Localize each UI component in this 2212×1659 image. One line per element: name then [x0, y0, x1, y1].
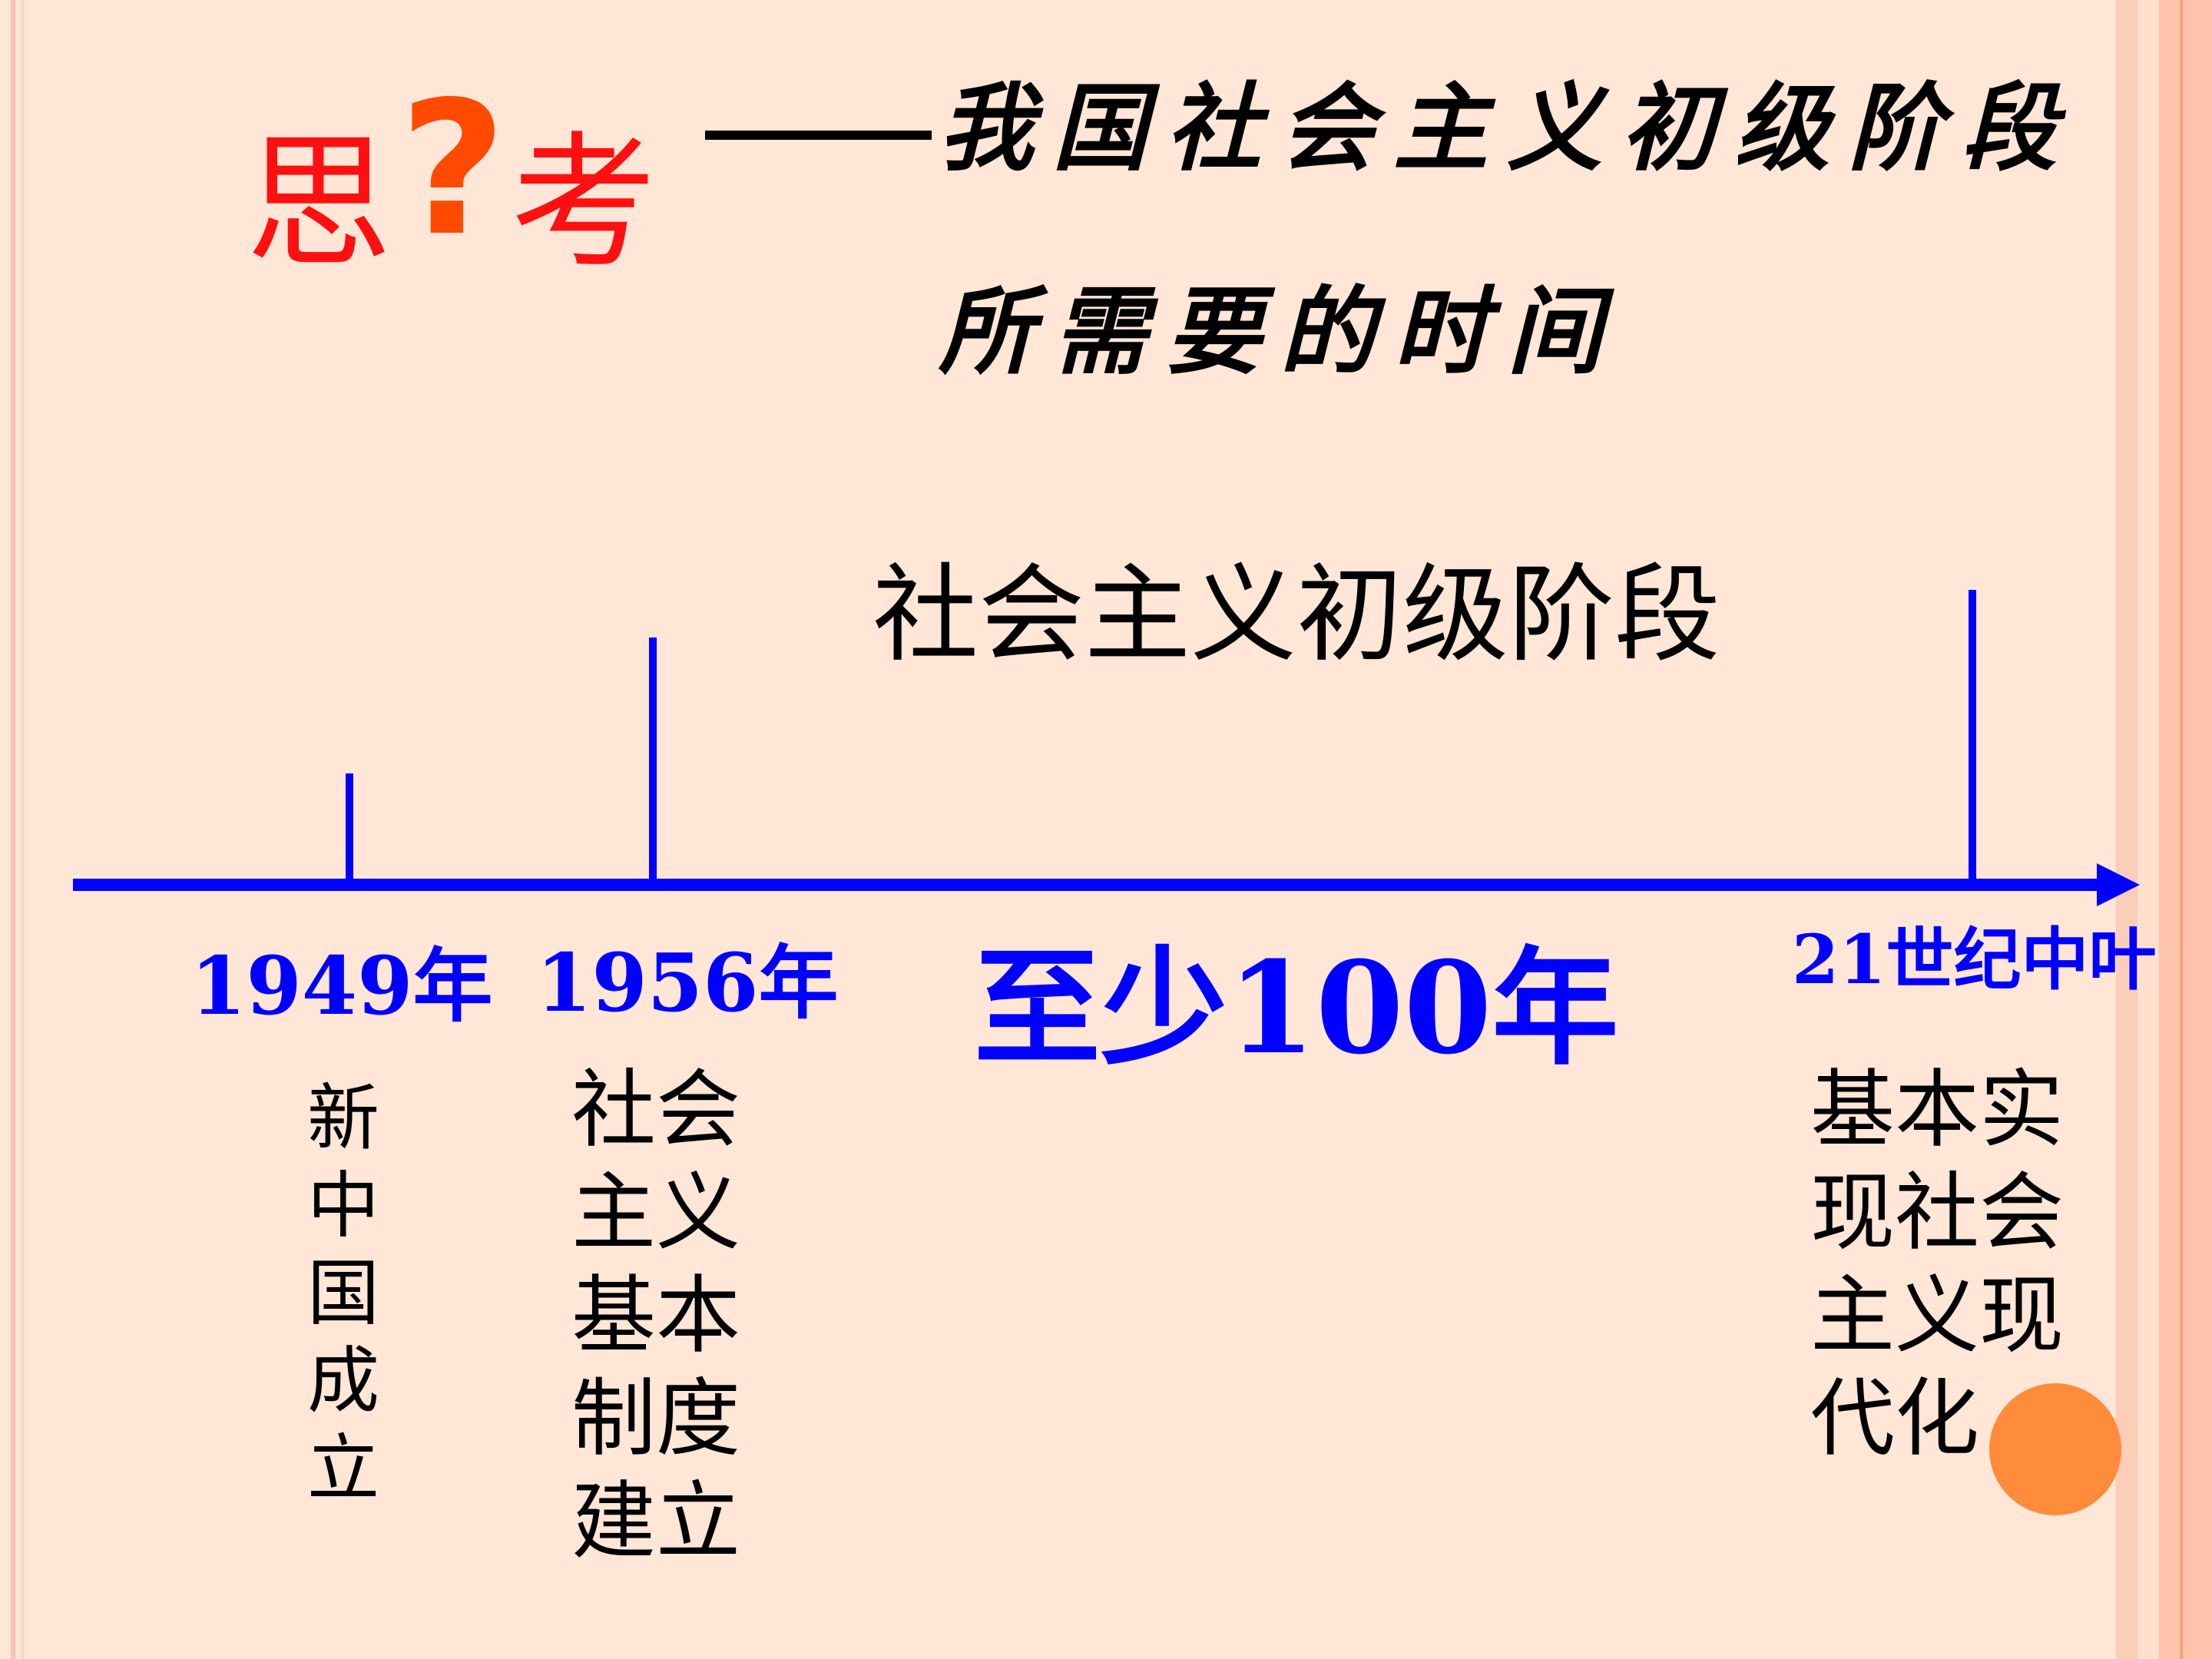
left-border: [11, 0, 15, 1659]
title-line-2: 所需要的时间: [939, 276, 1621, 388]
left-border-inner: [22, 0, 24, 1659]
right-stripe: [2116, 0, 2137, 1659]
event-char: 新: [306, 1077, 379, 1161]
timeline-axis: [73, 879, 2108, 891]
year-1956: 1956年: [536, 935, 839, 1030]
right-stripe: [2137, 0, 2159, 1659]
event-char: 成: [306, 1339, 379, 1423]
axis-arrow-icon: [2097, 863, 2140, 906]
logo-char-consider: 考: [511, 118, 657, 288]
question-mark-icon: ?: [399, 61, 507, 276]
event-21st-century: 基本实 现社会 主义现 代化: [1810, 1061, 2064, 1468]
event-char: 国: [306, 1252, 379, 1336]
tick-1949: [346, 773, 353, 885]
think-logo: 思 ? 考: [246, 61, 676, 292]
year-1949: 1949年: [190, 939, 493, 1033]
event-1949: 新中国成立: [305, 1075, 382, 1513]
event-char: 中: [306, 1164, 379, 1248]
orange-circle: [1989, 1383, 2121, 1515]
stage-label: 社会主义初级阶段: [873, 553, 1721, 677]
event-char: 立: [306, 1427, 379, 1511]
event-1956: 社会 主义 基本 制度 建立: [571, 1061, 740, 1571]
tick-1956: [649, 637, 657, 879]
title-dash: [705, 131, 932, 140]
duration-label: 至少100年: [974, 933, 1619, 1082]
title-line-1: 我国社会主义初级阶段: [939, 73, 2076, 184]
right-stripe-line: [2180, 0, 2183, 1659]
tick-21st-century: [1969, 590, 1976, 885]
year-21st-century: 21世纪中叶: [1792, 919, 2157, 999]
logo-char-think: 思: [246, 118, 392, 288]
right-stripe: [2159, 0, 2212, 1659]
